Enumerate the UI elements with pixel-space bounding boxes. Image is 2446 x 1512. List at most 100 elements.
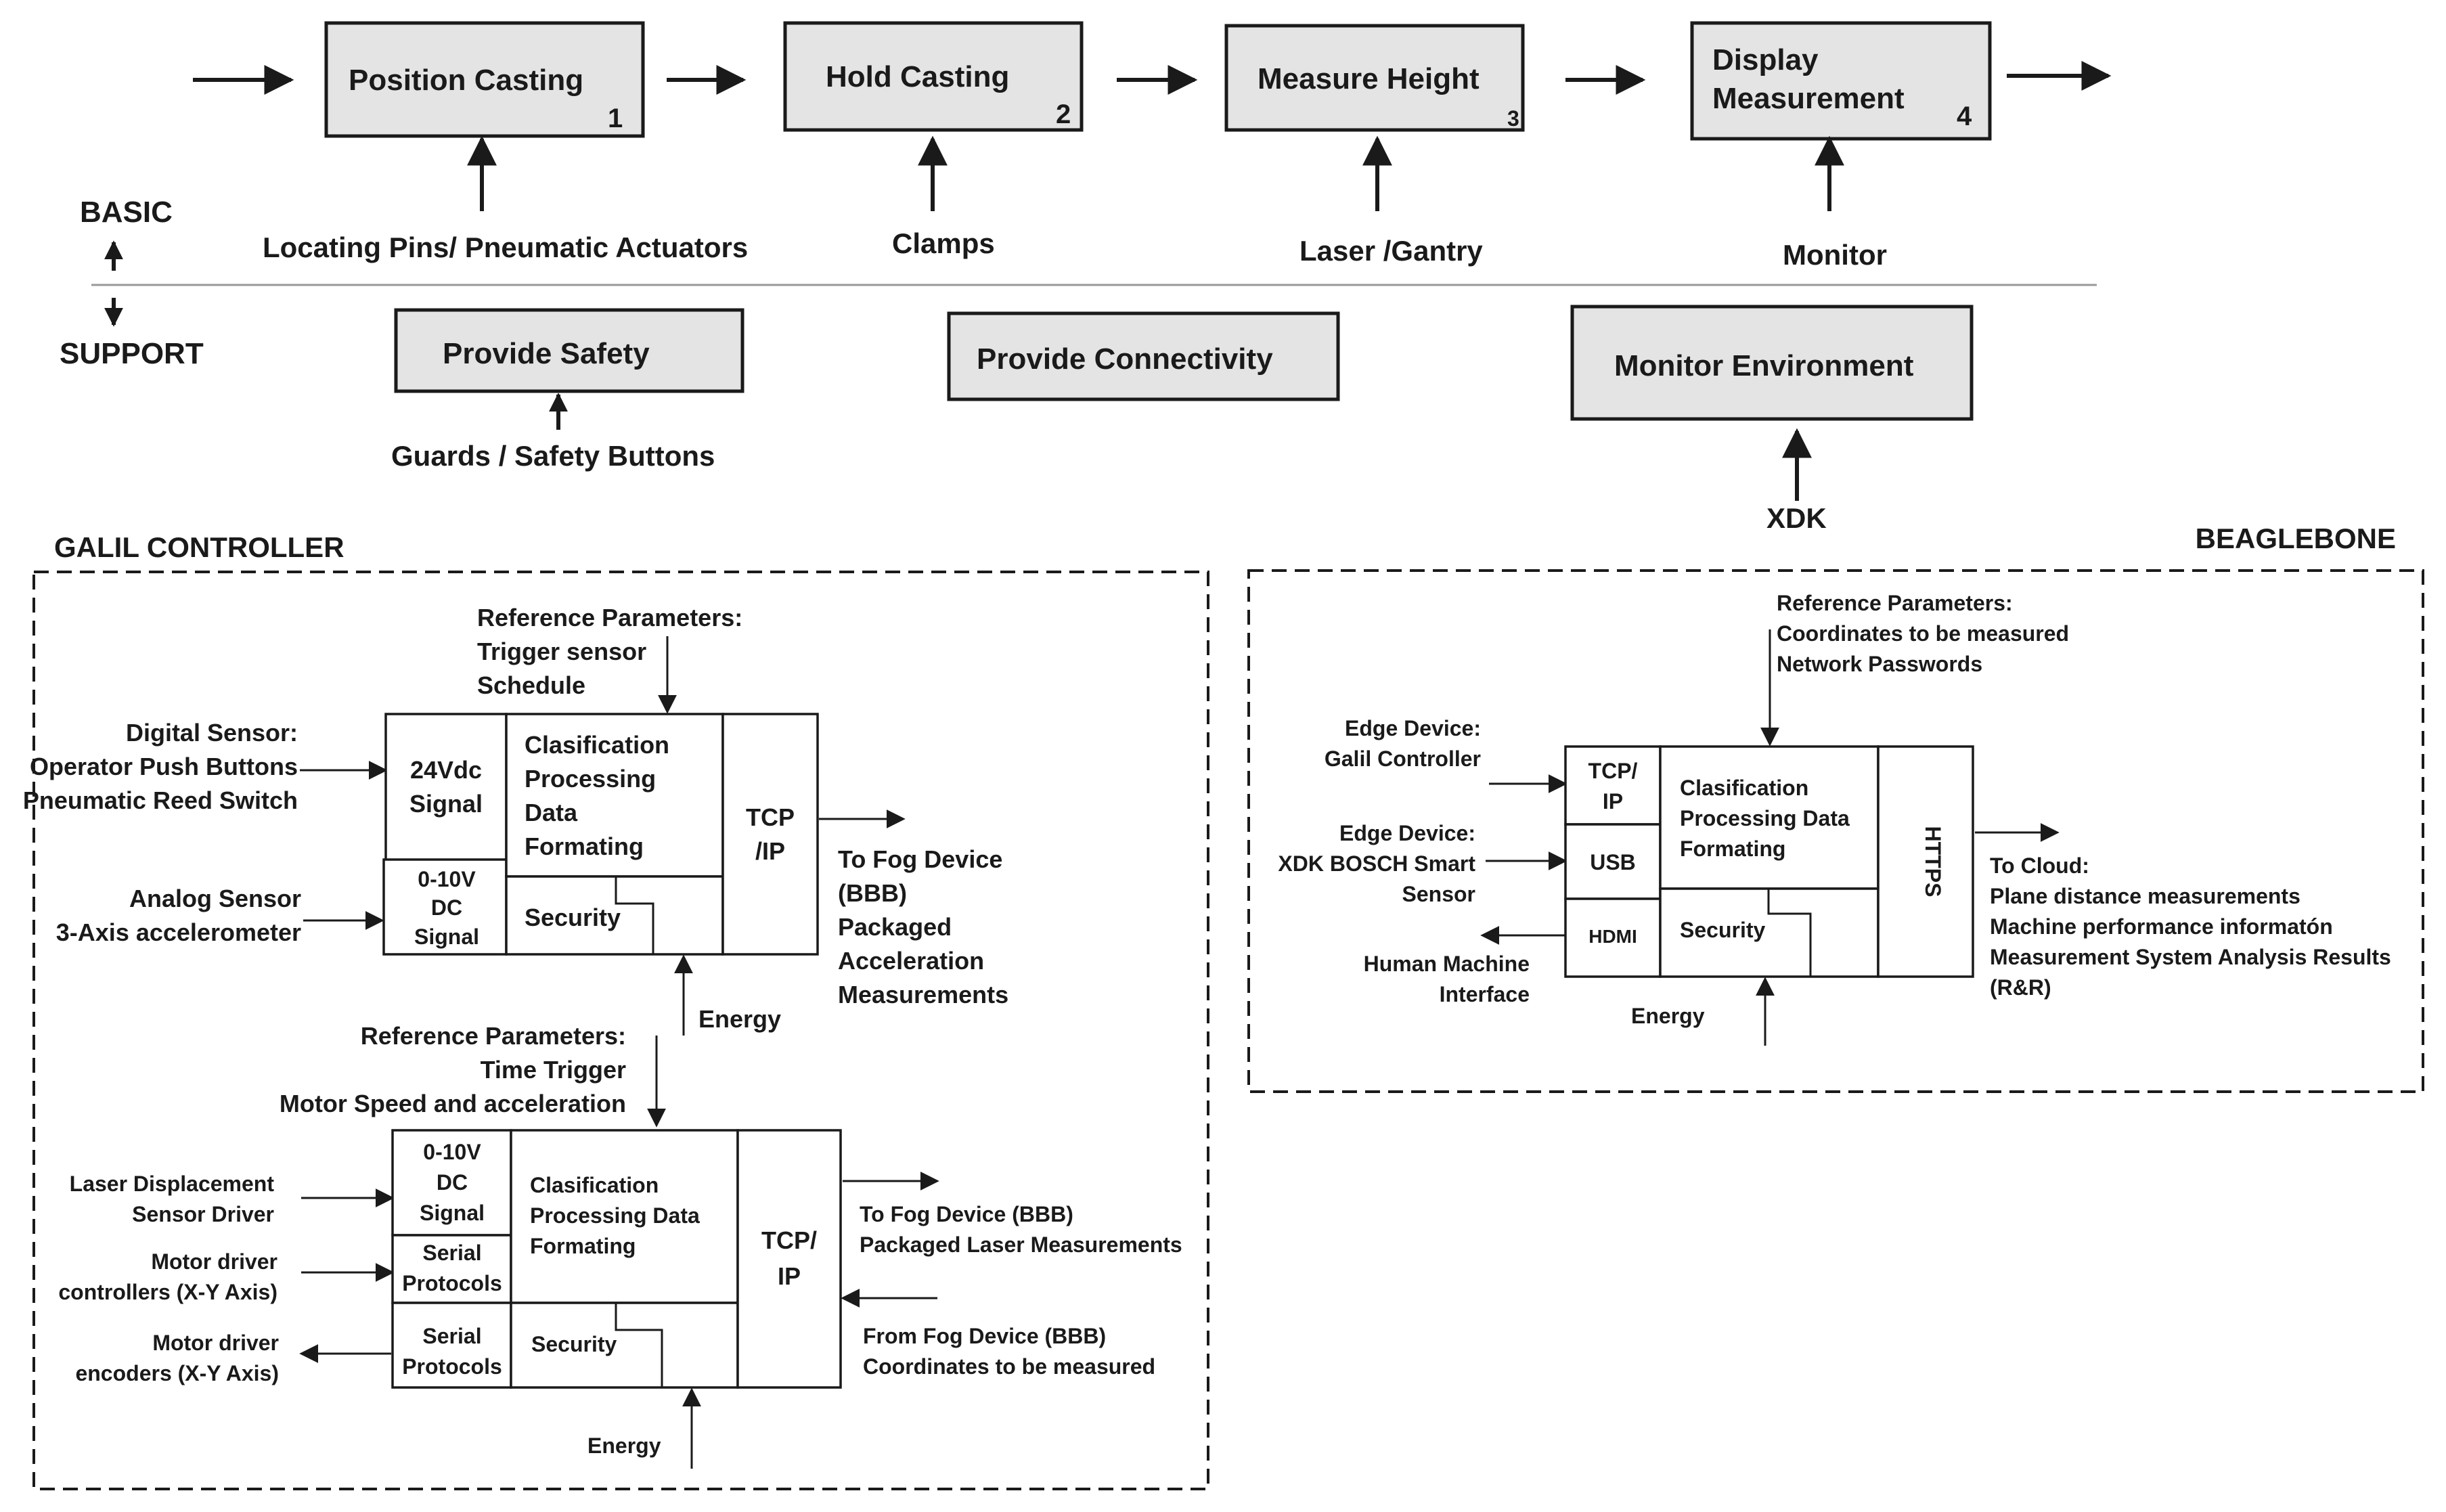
cell-text: Formating xyxy=(1680,837,1785,861)
signal-010v-cell xyxy=(382,858,508,956)
cell-text: TCP/ xyxy=(1588,759,1638,783)
motor-controllers-label: controllers (X-Y Axis) xyxy=(58,1280,277,1304)
lower-input-text: From Fog Device (BBB) xyxy=(863,1324,1106,1348)
monitor-environment-label: Monitor Environment xyxy=(1614,349,1914,382)
motor-controllers-label: Motor driver xyxy=(151,1249,277,1274)
laser-driver-label: Sensor Driver xyxy=(132,1202,274,1226)
serial-protocols-cell xyxy=(391,1302,512,1389)
cell-text: TCP xyxy=(746,803,795,831)
cell-text: Protocols xyxy=(402,1354,502,1379)
security-connector xyxy=(1767,889,1812,977)
galil-title: GALIL CONTROLLER xyxy=(54,531,344,563)
step-number: 2 xyxy=(1056,99,1071,129)
input-label: Monitor xyxy=(1783,239,1887,271)
lower-ref-line: Time Trigger xyxy=(481,1056,626,1084)
cell-text: 24Vdc xyxy=(410,756,482,784)
digital-sensor-label: Digital Sensor: xyxy=(126,719,298,747)
tcpip-cell xyxy=(721,713,819,956)
cell-text: TCP/ xyxy=(761,1226,817,1254)
cell-text: Serial xyxy=(422,1241,481,1265)
cell-text: Signal xyxy=(409,790,483,818)
support-functions: Provide Safety Guards / Safety Buttons P… xyxy=(391,305,1974,534)
cell-text: DC xyxy=(431,895,462,920)
hdmi-cell xyxy=(1564,897,1662,978)
security-connector xyxy=(615,1303,663,1387)
edge-galil-label: Galil Controller xyxy=(1325,747,1481,771)
cell-text: Clasification xyxy=(530,1173,659,1197)
cell-text: IP xyxy=(1603,789,1623,814)
provide-connectivity-box xyxy=(947,311,1340,401)
beaglebone-panel: BEAGLEBONE Reference Parameters: Coordin… xyxy=(1247,522,2424,1093)
cell-text: Clasification xyxy=(1680,776,1808,800)
step-label: Position Casting xyxy=(349,64,583,97)
processing-cell xyxy=(505,713,724,878)
edge-xdk-label: XDK BOSCH Smart xyxy=(1278,851,1475,876)
beaglebone-dashed-boundary xyxy=(1247,569,2424,1093)
cell-text: Processing Data xyxy=(530,1203,700,1228)
lower-input-text: Coordinates to be measured xyxy=(863,1354,1155,1379)
input-label: Locating Pins/ Pneumatic Actuators xyxy=(263,231,748,263)
digital-sensor-label: Pneumatic Reed Switch xyxy=(23,786,298,814)
input-label: Laser /Gantry xyxy=(1299,235,1483,267)
cell-text: Processing xyxy=(525,765,656,793)
upper-energy-label: Energy xyxy=(698,1005,781,1033)
cell-text: 0-10V xyxy=(418,867,476,891)
beagle-ref-title: Reference Parameters: xyxy=(1777,591,2013,615)
layer-divider: BASIC SUPPORT xyxy=(60,196,2097,370)
safety-input-label: Guards / Safety Buttons xyxy=(391,440,715,472)
security-label: Security xyxy=(525,904,621,931)
security-cell xyxy=(505,875,724,956)
signal-24vdc-cell xyxy=(384,713,508,864)
edge-galil-label: Edge Device: xyxy=(1345,716,1481,740)
upper-output-text: To Fog Device xyxy=(838,845,1002,873)
security-label: Security xyxy=(531,1332,617,1356)
step-number: 1 xyxy=(608,104,623,133)
security-label: Security xyxy=(1680,918,1765,942)
lower-ref-line: Motor Speed and acceleration xyxy=(280,1090,626,1117)
cloud-output-text: Plane distance measurements xyxy=(1990,884,2300,908)
motor-encoders-label: Motor driver xyxy=(152,1331,279,1355)
beagle-processing-cell xyxy=(1659,745,1880,890)
upper-output-text: (BBB) xyxy=(838,879,907,907)
cell-text: 0-10V xyxy=(423,1140,481,1164)
cell-text: Signal xyxy=(414,925,479,949)
process-flow: Position Casting 1 Hold Casting 2 Measur… xyxy=(193,21,2112,271)
serial-protocols-cell xyxy=(391,1234,512,1304)
beagle-ref-line: Network Passwords xyxy=(1777,652,1982,676)
analog-sensor-label: Analog Sensor xyxy=(129,885,301,912)
cell-text: IP xyxy=(778,1262,801,1290)
provide-connectivity-label: Provide Connectivity xyxy=(977,342,1273,376)
edge-xdk-label: Edge Device: xyxy=(1339,821,1475,845)
provide-safety-box xyxy=(394,308,744,393)
cloud-output-text: Measurement System Analysis Results xyxy=(1990,945,2391,969)
input-label: Clamps xyxy=(892,227,995,259)
lower-processing-cell xyxy=(510,1129,739,1304)
upper-ref-line: Schedule xyxy=(477,671,585,699)
basic-label: BASIC xyxy=(80,196,173,229)
cell-text: DC xyxy=(437,1170,468,1195)
cell-text: /IP xyxy=(755,837,785,865)
step-number: 3 xyxy=(1507,106,1519,131)
hmi-label: Interface xyxy=(1440,982,1530,1006)
upper-output-text: Acceleration xyxy=(838,947,984,975)
galil-lower-module: Reference Parameters: Time Trigger Motor… xyxy=(58,1022,1182,1469)
provide-safety-label: Provide Safety xyxy=(443,337,650,370)
cell-text: HTTPS xyxy=(1921,826,1945,897)
beaglebone-title: BEAGLEBONE xyxy=(2196,522,2396,554)
tcpip-cell xyxy=(1564,745,1662,826)
beagle-ref-line: Coordinates to be measured xyxy=(1777,621,2069,646)
cloud-output-text: To Cloud: xyxy=(1990,853,2089,878)
step-label: Measure Height xyxy=(1258,62,1480,95)
lower-security-cell xyxy=(510,1302,739,1389)
https-cell xyxy=(1877,745,1974,978)
lower-energy-label: Energy xyxy=(587,1433,661,1458)
xdk-label: XDK xyxy=(1766,502,1827,534)
cell-text: Processing Data xyxy=(1680,806,1850,830)
step-label: Hold Casting xyxy=(826,60,1009,93)
step-label-line2: Measurement xyxy=(1712,82,1905,115)
step-hold-casting xyxy=(783,21,1084,132)
upper-ref-line: Trigger sensor xyxy=(477,638,646,665)
cell-text: Clasification xyxy=(525,731,669,759)
cell-text: HDMI xyxy=(1588,926,1637,947)
